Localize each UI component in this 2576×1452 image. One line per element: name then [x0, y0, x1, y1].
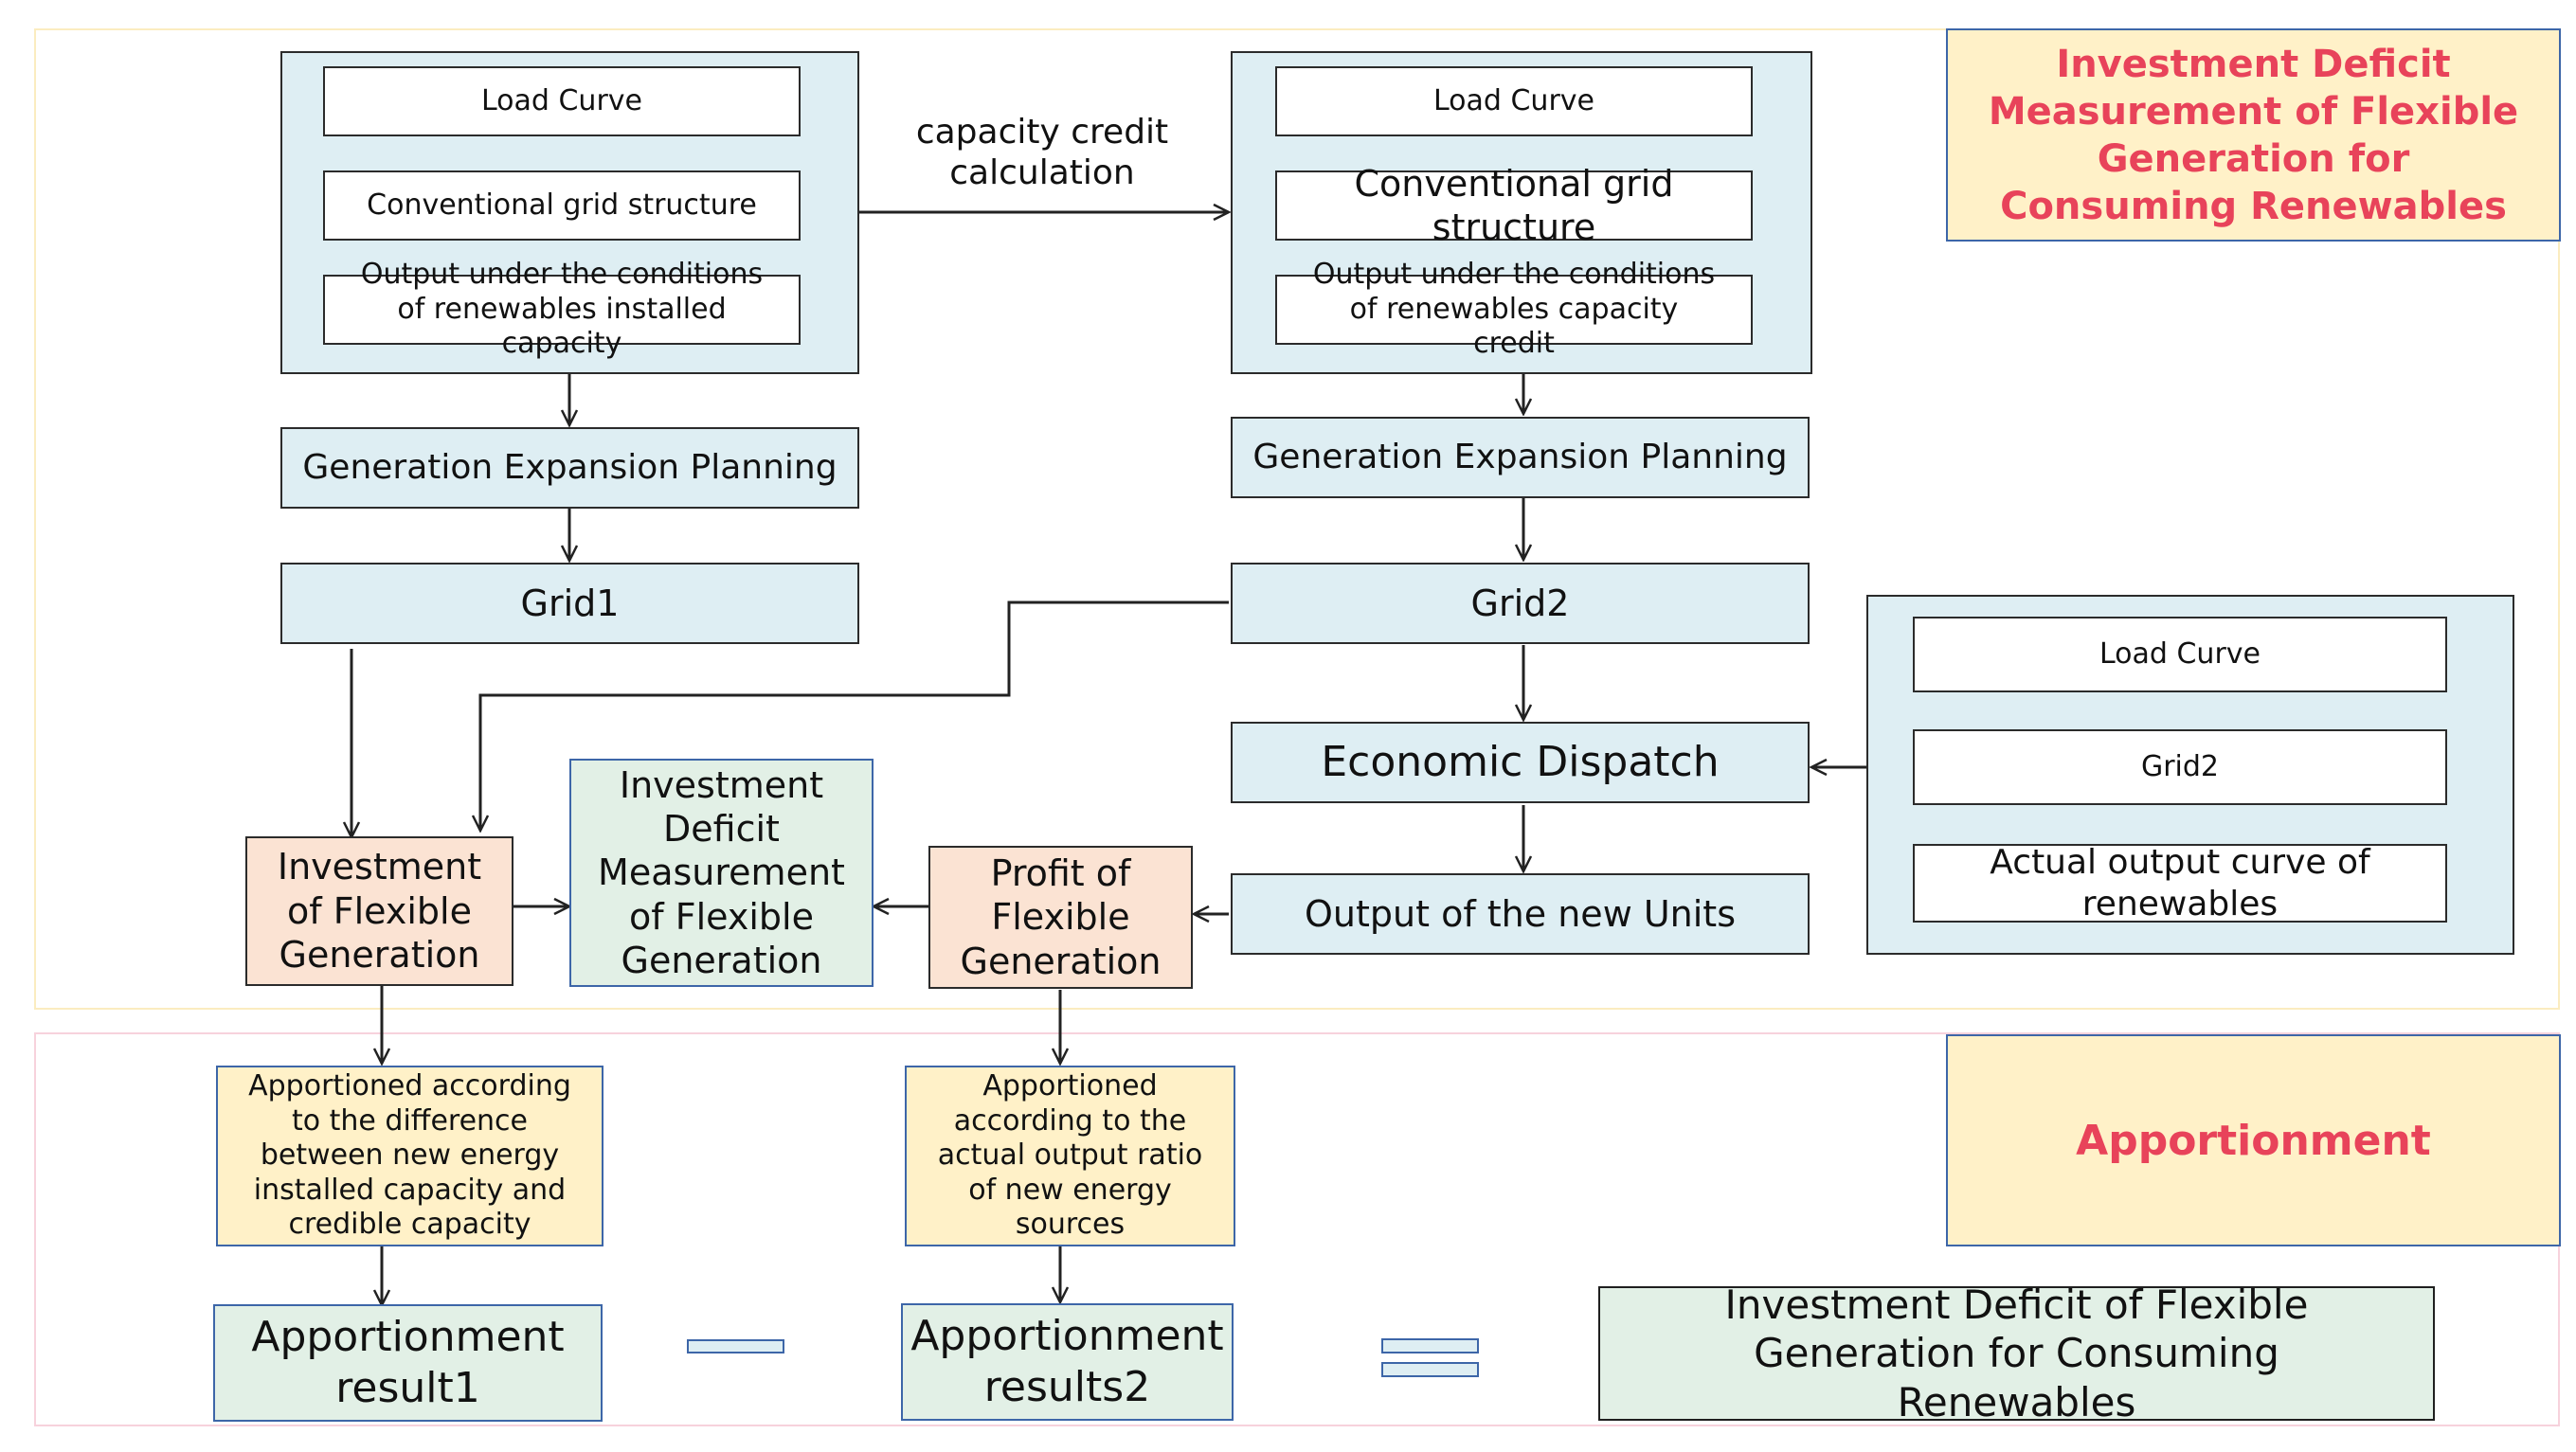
top-title-box: Investment Deficit Measurement of Flexib…	[1946, 28, 2561, 242]
right-output-box: Output under the conditions of renewable…	[1275, 258, 1753, 360]
actual-output-curve-box: Actual output curve of renewables	[1913, 843, 2447, 923]
equals-sign-top-bar	[1381, 1338, 1479, 1353]
grid2-box: Grid2	[1231, 563, 1810, 644]
economic-dispatch-box: Economic Dispatch	[1231, 722, 1810, 803]
arrow-grid2-to-investment	[480, 601, 1229, 831]
investment-flexible-generation-box: Investment of Flexible Generation	[245, 836, 513, 986]
apportion-left-rule-box: Apportioned according to the difference …	[216, 1066, 603, 1246]
left-output-box: Output under the conditions of renewable…	[323, 258, 801, 360]
right-load-curve-box: Load Curve	[1275, 66, 1753, 136]
dispatch-grid2-box: Grid2	[1913, 729, 2447, 805]
dispatch-load-curve-box: Load Curve	[1913, 617, 2447, 692]
apportion-right-rule-box: Apportioned according to the actual outp…	[905, 1066, 1235, 1246]
apportionment-results2-box: Apportionment results2	[901, 1303, 1234, 1421]
left-generation-expansion-planning: Generation Expansion Planning	[280, 427, 859, 509]
capacity-credit-label: capacity credit calculation	[915, 113, 1169, 193]
equals-sign-bottom-bar	[1381, 1362, 1479, 1377]
profit-flexible-generation-box: Profit of Flexible Generation	[928, 846, 1193, 989]
plus-operator-sign	[687, 1339, 784, 1353]
investment-deficit-measurement-box: Investment Deficit Measurement of Flexib…	[569, 759, 874, 987]
left-load-curve-box: Load Curve	[323, 66, 801, 136]
right-generation-expansion-planning: Generation Expansion Planning	[1231, 417, 1810, 498]
apportionment-title-box: Apportionment	[1946, 1034, 2561, 1246]
right-grid-structure-box: Conventional grid structure	[1275, 163, 1753, 248]
output-new-units-box: Output of the new Units	[1231, 873, 1810, 955]
apportionment-result1-box: Apportionment result1	[213, 1304, 603, 1422]
final-investment-deficit-box: Investment Deficit of Flexible Generatio…	[1598, 1282, 2435, 1425]
left-grid-structure-box: Conventional grid structure	[323, 170, 801, 241]
grid1-box: Grid1	[280, 563, 859, 644]
upper-region-frame	[34, 28, 2560, 1010]
